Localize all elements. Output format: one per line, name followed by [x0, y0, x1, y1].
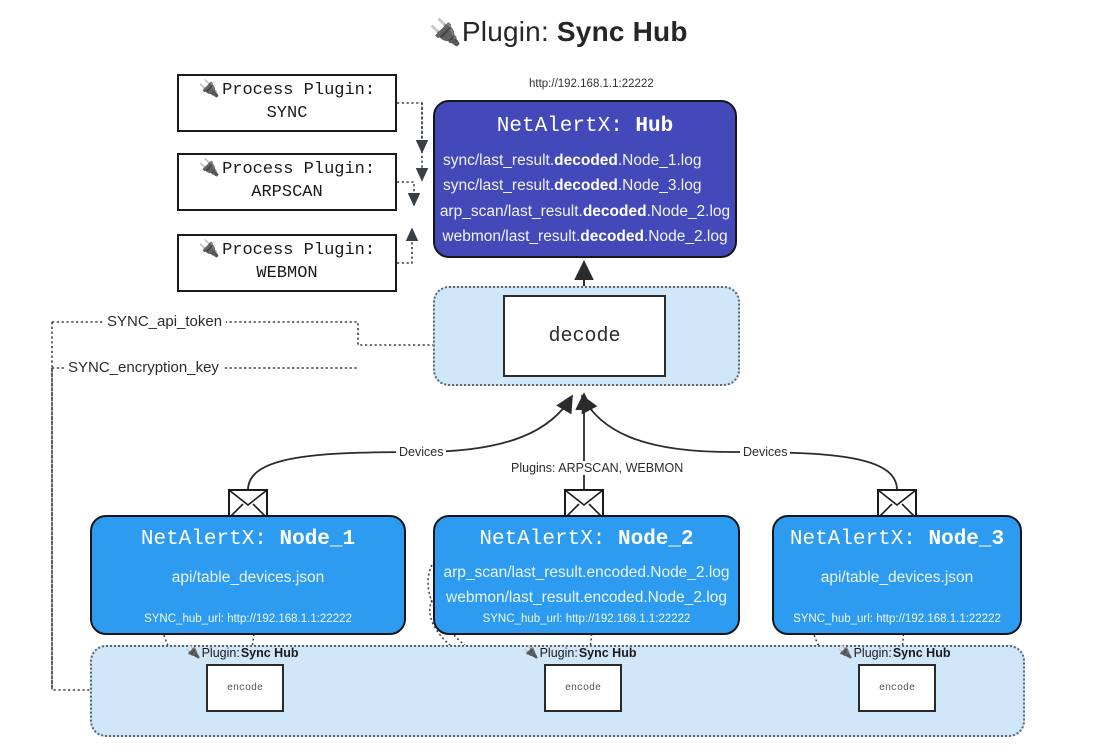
node-log-line: webmon/last_result.encoded.Node_2.log	[446, 589, 727, 607]
hub-title: NetAlertX: Hub	[435, 115, 735, 138]
node-footer: SYNC_hub_url: http://192.168.1.1:22222	[144, 613, 352, 625]
process-plugin-title: Process Plugin:	[222, 241, 376, 261]
plug-icon: 🔌	[523, 645, 539, 659]
page-title: 🔌Plugin: Sync Hub	[0, 16, 1117, 48]
hub-log-row: sync/last_result.decoded.Node_3.log	[443, 177, 702, 195]
edge-label-devices-right: Devices	[740, 445, 791, 459]
hub-title-name: Hub	[635, 115, 674, 138]
plug-icon: 🔌	[198, 241, 221, 261]
process-plugin-name: SYNC	[266, 104, 308, 123]
encode-plugin-label-3: 🔌Plugin: Sync Hub	[837, 645, 951, 660]
plug-icon: 🔌	[198, 81, 221, 101]
process-plugin-name: ARPSCAN	[251, 183, 323, 202]
edge-label-plugins-center: Plugins: ARPSCAN, WEBMON	[508, 461, 687, 475]
encode-plugin-label-2: 🔌Plugin: Sync Hub	[523, 645, 637, 660]
hub-log-row: arp_scan/last_result.decoded.Node_2.log	[439, 202, 731, 220]
process-plugin-box-webmon[interactable]: 🔌 Process Plugin: WEBMON	[177, 234, 397, 292]
label-sync-encryption-key: SYNC_encryption_key	[64, 359, 223, 376]
node-title: NetAlertX: Node_3	[789, 528, 1005, 551]
edge-label-devices-left: Devices	[396, 445, 447, 459]
plug-icon: 🔌	[198, 160, 221, 180]
plug-icon: 🔌	[185, 645, 201, 659]
hub-title-prefix: NetAlertX:	[496, 115, 636, 138]
plug-icon: 🔌	[429, 17, 462, 47]
edge-webmon-to-hub	[397, 227, 419, 264]
process-plugin-box-arpscan[interactable]: 🔌 Process Plugin: ARPSCAN	[177, 153, 397, 211]
label-sync-api-token: SYNC_api_token	[103, 313, 227, 330]
hub-box[interactable]: NetAlertX: Hub sync/last_result.decoded.…	[433, 100, 737, 258]
decode-box[interactable]: decode	[503, 295, 666, 377]
node-log-line: api/table_devices.json	[820, 569, 974, 586]
process-plugin-title: Process Plugin:	[222, 81, 376, 101]
node-footer: SYNC_hub_url: http://192.168.1.1:22222	[482, 613, 691, 625]
node-box-3[interactable]: NetAlertX: Node_3 api/table_devices.json…	[772, 515, 1022, 635]
hub-log-row: webmon/last_result.decoded.Node_2.log	[442, 227, 728, 245]
hub-log-list: sync/last_result.decoded.Node_1.log sync…	[435, 148, 735, 249]
edge-arpscan-to-hub	[397, 181, 421, 207]
process-plugin-title: Process Plugin:	[222, 160, 376, 180]
hub-log-row: sync/last_result.decoded.Node_1.log	[443, 152, 702, 169]
node-title: NetAlertX: Node_1	[140, 528, 356, 551]
process-plugin-box-sync[interactable]: 🔌 Process Plugin: SYNC	[177, 74, 397, 132]
process-plugin-name: WEBMON	[256, 264, 318, 283]
page-title-prefix: Plugin:	[461, 16, 557, 47]
node-footer: SYNC_hub_url: http://192.168.1.1:22222	[793, 613, 1001, 625]
node-log-line: api/table_devices.json	[171, 569, 325, 586]
node-box-1[interactable]: NetAlertX: Node_1 api/table_devices.json…	[90, 515, 406, 635]
encode-box-1[interactable]: encode	[206, 664, 284, 712]
hub-url: http://192.168.1.1:22222	[529, 78, 654, 90]
node-title: NetAlertX: Node_2	[479, 528, 694, 551]
encode-box-3[interactable]: encode	[858, 664, 936, 712]
page-title-name: Sync Hub	[556, 16, 688, 47]
encode-plugin-label-1: 🔌Plugin: Sync Hub	[185, 645, 299, 660]
encode-box-2[interactable]: encode	[544, 664, 622, 712]
edge-keys-to-encode-band	[51, 322, 110, 697]
node-box-2[interactable]: NetAlertX: Node_2 arp_scan/last_result.e…	[433, 515, 740, 635]
plug-icon: 🔌	[837, 645, 853, 659]
edge-sync-to-hub-1	[397, 102, 429, 154]
edge-node1-to-decode	[247, 394, 573, 491]
node-log-line: arp_scan/last_result.encoded.Node_2.log	[443, 564, 730, 581]
edge-node3-to-decode	[581, 394, 898, 491]
